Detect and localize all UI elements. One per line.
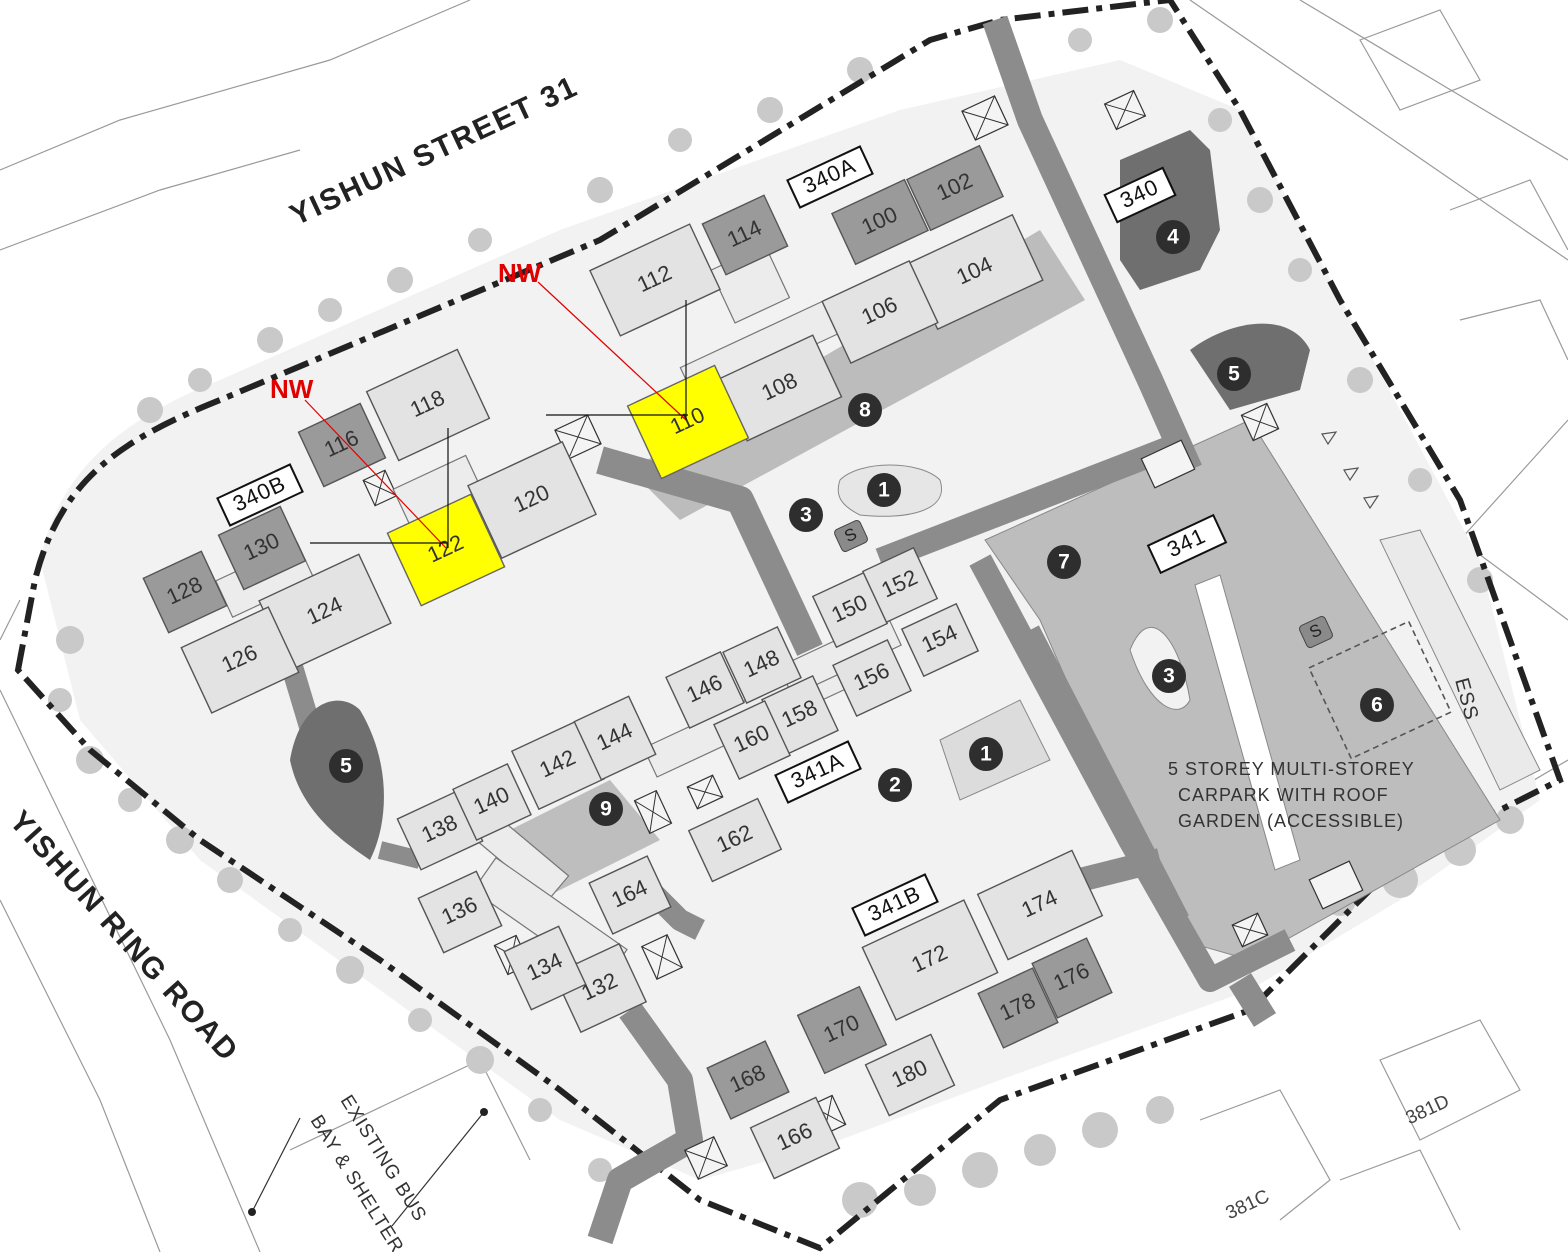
facility-2: 2 — [878, 768, 912, 802]
carpark-ess-strip — [1379, 529, 1541, 791]
facility-8: 8 — [848, 393, 882, 427]
unit-134: 134 — [503, 925, 587, 1011]
carpark-zone-6 — [1307, 620, 1453, 760]
facility-5-west: 5 — [329, 749, 363, 783]
unit-100: 100 — [830, 178, 930, 266]
unit-156: 156 — [832, 639, 912, 717]
unit-176: 176 — [1031, 937, 1113, 1019]
unit-122: 122 — [386, 493, 506, 607]
unit-164: 164 — [588, 855, 672, 935]
carpark-ramp — [1194, 574, 1301, 871]
dropoff-markers — [1321, 431, 1380, 510]
facility-markers: 1 1 2 3 3 4 5 5 6 7 8 9 — [329, 220, 1394, 826]
bus-stop-callout: EXISTING BUS BAY & SHELTER — [248, 1092, 488, 1252]
svg-text:1: 1 — [980, 743, 992, 766]
unit-102: 102 — [905, 144, 1005, 232]
svg-text:8: 8 — [859, 399, 871, 422]
carpark-label-line3: GARDEN (ACCESSIBLE) — [1178, 811, 1404, 831]
unit-180: 180 — [864, 1033, 956, 1117]
svg-text:3: 3 — [1163, 665, 1175, 688]
svg-text:2: 2 — [889, 774, 901, 797]
pavilion-block-5-east — [1190, 323, 1310, 410]
unit-106: 106 — [821, 259, 939, 365]
shelter-s-carpark: S — [1299, 616, 1333, 648]
unit-144: 144 — [573, 695, 657, 781]
unit-136: 136 — [417, 870, 503, 954]
unit-146: 146 — [665, 651, 745, 729]
unit-138: 138 — [396, 789, 484, 871]
block-labels: 340 340A 340B 341 341A 341B — [216, 145, 1228, 937]
svg-text:5: 5 — [1228, 363, 1240, 386]
shelter-s-west: S — [834, 520, 868, 552]
unit-162: 162 — [687, 797, 783, 883]
unit-168: 168 — [706, 1040, 790, 1120]
unit-140: 140 — [452, 763, 532, 841]
unit-178: 178 — [977, 967, 1059, 1049]
facility-9: 9 — [589, 792, 623, 826]
unit-126: 126 — [180, 606, 300, 714]
unit-150: 150 — [811, 571, 889, 649]
facility-3-west: 3 — [789, 498, 823, 532]
unit-114: 114 — [701, 194, 789, 276]
unit-116: 116 — [297, 402, 387, 488]
facility-6: 6 — [1360, 688, 1394, 722]
nw-sightlines — [304, 281, 688, 549]
svg-text:3: 3 — [800, 504, 812, 527]
unit-130: 130 — [217, 505, 307, 591]
unit-118: 118 — [365, 348, 491, 462]
svg-text:6: 6 — [1371, 694, 1383, 717]
carpark-label-line2: CARPARK WITH ROOF — [1178, 785, 1389, 805]
unit-120: 120 — [467, 440, 597, 560]
facility-1-north: 1 — [867, 473, 901, 507]
pavilion-block-4 — [1120, 130, 1220, 290]
unit-128: 128 — [142, 550, 228, 634]
neighbour-block-381c: 381C — [1223, 1186, 1273, 1224]
unit-112: 112 — [589, 223, 721, 337]
unit-108: 108 — [717, 334, 843, 442]
unit-174: 174 — [976, 849, 1104, 961]
svg-text:1: 1 — [878, 479, 890, 502]
facility-5-east: 5 — [1217, 357, 1251, 391]
facility-3-carpark: 3 — [1152, 659, 1186, 693]
carpark-label-line1: 5 STOREY MULTI-STOREY — [1168, 759, 1415, 779]
unit-148: 148 — [722, 626, 802, 704]
unit-172: 172 — [861, 899, 999, 1021]
facility-4: 4 — [1156, 220, 1190, 254]
site-boundary — [14, 0, 1564, 1252]
facility-7: 7 — [1047, 545, 1081, 579]
nw-label-block-118: NW — [270, 374, 314, 404]
boundary-trees — [48, 7, 1524, 1218]
road-label-yishun-street-31: YISHUN STREET 31 — [285, 70, 583, 232]
svg-text:7: 7 — [1058, 551, 1070, 574]
unit-160: 160 — [713, 700, 791, 780]
svg-text:5: 5 — [340, 755, 352, 778]
neighbour-block-381d: 381D — [1403, 1091, 1453, 1129]
facility-1-south: 1 — [969, 737, 1003, 771]
nw-label-block-112: NW — [498, 258, 542, 288]
unit-166: 166 — [749, 1096, 841, 1180]
dwelling-units: 100 102 104 106 108 110 112 114 116 118 … — [142, 144, 1113, 1180]
svg-text:4: 4 — [1167, 226, 1179, 249]
unit-104: 104 — [906, 213, 1044, 331]
unit-170: 170 — [796, 985, 888, 1075]
unit-142: 142 — [510, 719, 606, 811]
svg-text:9: 9 — [600, 798, 612, 821]
unit-152: 152 — [861, 546, 939, 624]
access-paths — [279, 15, 1296, 1245]
unit-154: 154 — [900, 602, 980, 678]
